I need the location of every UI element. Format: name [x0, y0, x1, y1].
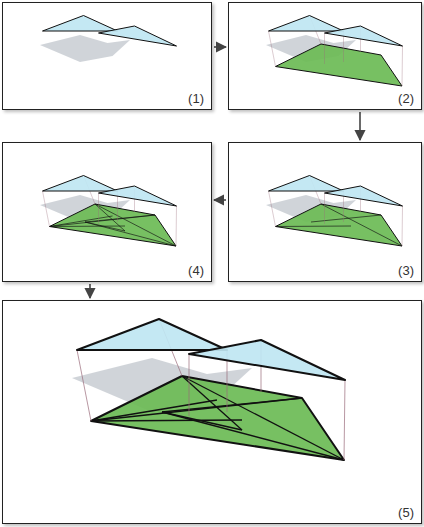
step-panel: (5) [2, 300, 422, 524]
step-number: (4) [187, 263, 205, 278]
step-panel: (3) [228, 142, 422, 282]
step-panel: (1) [2, 2, 212, 110]
step-panel: (2) [228, 2, 422, 110]
step-arrow [214, 46, 226, 48]
step-arrow [359, 112, 361, 140]
step-number: (1) [187, 91, 205, 106]
step-number: (3) [397, 263, 415, 278]
step-number: (2) [397, 91, 415, 106]
step-number: (5) [397, 505, 415, 520]
step-arrow [89, 284, 91, 298]
step-panel: (4) [2, 142, 212, 282]
step-arrow [214, 199, 226, 201]
